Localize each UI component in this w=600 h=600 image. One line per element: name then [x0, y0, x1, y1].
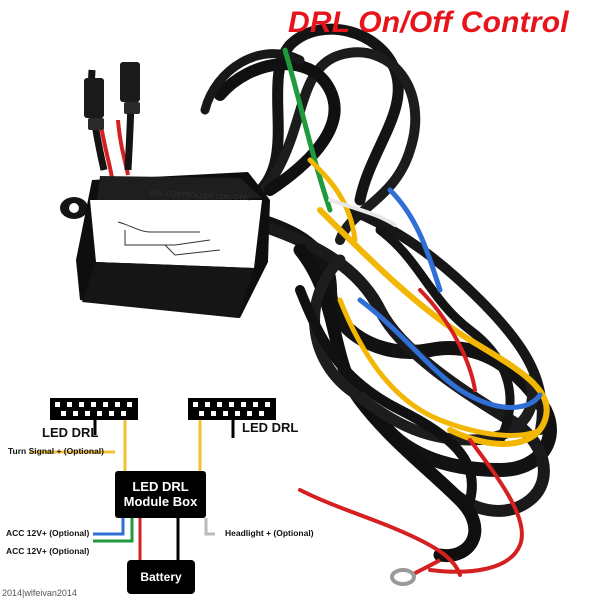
acc-label-2: ACC 12V+ (Optional) — [6, 546, 90, 556]
led-drl-module-box: LED DRL Module Box — [115, 471, 206, 518]
acc-label-1: ACC 12V+ (Optional) — [6, 528, 90, 538]
controller-schematic — [117, 221, 221, 256]
module-line-2: Module Box — [123, 494, 198, 509]
watermark: 2014|wlfeivan2014 — [2, 588, 77, 598]
ring-terminal — [390, 558, 442, 586]
diagram-wires — [30, 420, 235, 560]
headlight-label: Headlight + (Optional) — [225, 528, 314, 538]
module-line-1: LED DRL — [132, 479, 189, 494]
turn-signal-label: Turn Signal + (Optional) — [8, 446, 104, 456]
page-title: DRL On/Off Control — [288, 6, 569, 39]
colored-wires — [282, 47, 550, 577]
led-drl-left-label: LED DRL — [42, 425, 99, 440]
connector-plugs — [84, 62, 140, 179]
led-drl-strip-left — [50, 398, 138, 420]
led-drl-strip-right — [188, 398, 276, 420]
led-drl-right-label: LED DRL — [242, 420, 299, 435]
battery-box: Battery — [127, 560, 195, 594]
black-wire-bundle — [200, 23, 557, 563]
